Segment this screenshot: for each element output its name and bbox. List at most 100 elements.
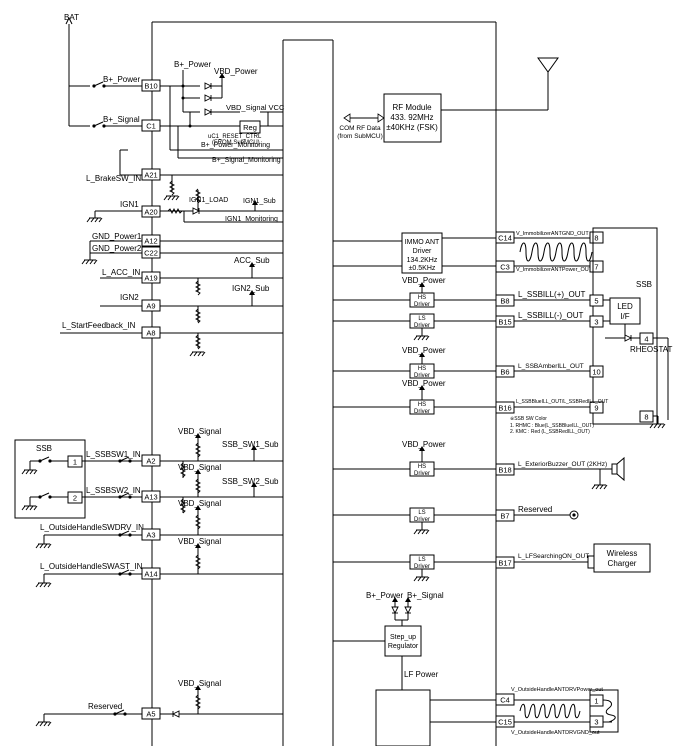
ign1-sub-label: IGN1_Sub: [243, 198, 276, 205]
ssb-sw2-sub-label: SSB_SW2_Sub: [222, 477, 279, 486]
b-signal-label-1: B+_Signal: [103, 115, 140, 124]
pin-b10-label: B10: [144, 82, 157, 91]
ign1-monitoring-label: IGN1_Monitoring: [225, 216, 278, 223]
buzzer-body: [611, 463, 618, 475]
pin-b8-label: B8: [500, 297, 509, 306]
charger-label-2: Charger: [608, 559, 637, 568]
pin-b7-label: B7: [500, 512, 509, 521]
vbd-power-label-4: VBD_Power: [402, 379, 446, 388]
pin-c1-label: C1: [146, 122, 156, 131]
vbd-signal-label-2: VBD_Signal: [178, 463, 221, 472]
hs-label-2: HS: [418, 366, 426, 372]
blue-red-ill-label: L_SSBBlueILL_OUT/L_SSBRedILL_OUT: [516, 399, 608, 405]
output-drivers: VBD_Power HS Driver B8 L_SSBILL(+)_OUT L…: [333, 276, 651, 582]
pin-a5-label: A5: [146, 710, 155, 719]
handle-antenna-coil-icon: [602, 699, 616, 723]
pin-a20-label: A20: [144, 208, 157, 217]
led-if-box: [609, 297, 641, 325]
immo-label-2: Driver: [413, 248, 432, 255]
immo-coil-icon: [519, 242, 593, 262]
driver-label-1: Driver: [414, 302, 430, 308]
driver-label-7: Driver: [414, 564, 430, 570]
immo-label-1: IMMO ANT: [405, 239, 440, 246]
antenna-icon: [537, 57, 559, 73]
pin-a8-label: A8: [146, 329, 155, 338]
pin-a2-label: A2: [146, 457, 155, 466]
step-up-regulator-box: [384, 625, 422, 657]
reserved-right-label: Reserved: [518, 505, 552, 514]
com-rf-label-1: COM RF Data: [339, 125, 381, 132]
reserved-left-label: Reserved: [88, 702, 122, 711]
pin-a21-label: A21: [144, 171, 157, 180]
immo-label-3: 134.2KHz: [407, 257, 438, 264]
driver-label-6: Driver: [414, 517, 430, 523]
ign1-label: IGN1: [120, 200, 139, 209]
ls-label-3: LS: [418, 557, 425, 563]
hs-label-4: HS: [418, 464, 426, 470]
outside-handle-inputs: L_OutsideHandleSWDRV_IN A3 VBD_Signal L_…: [35, 499, 283, 727]
rf-module-box: [383, 93, 442, 143]
amber-ill-label: L_SSBAmberILL_OUT: [518, 363, 584, 370]
left-inputs: L_BrakeSW_IN A21 IGN1 A20 IGN1_LOAD IGN1…: [60, 149, 283, 357]
step-up-label-2: Regulator: [388, 643, 419, 650]
pin-1-label: 1: [594, 697, 598, 706]
pin-9-label: 9: [594, 404, 598, 413]
b-signal-label-2: B+_Signal: [407, 591, 444, 600]
ssbsw1-label: L_SSBSW1_IN: [86, 450, 141, 459]
pin-b18-label: B18: [498, 466, 511, 475]
rf-module-label-3: ±40KHz (FSK): [386, 123, 438, 132]
ssb-sw1-sub-label: SSB_SW1_Sub: [222, 440, 279, 449]
ssb-pin-2-label: 2: [73, 494, 77, 503]
rf-module-label-2: 433. 92MHz: [390, 113, 433, 122]
ssbsw2-label: L_SSBSW2_IN: [86, 486, 141, 495]
pin-b16-label: B16: [498, 404, 511, 413]
com-rf-label-2: (from SubMCU): [337, 133, 383, 140]
pin-c14-label: C14: [498, 234, 512, 243]
pin-a12-label: A12: [144, 237, 157, 246]
pin-b6-label: B6: [500, 368, 509, 377]
ign2-sub-label: IGN2_Sub: [232, 284, 270, 293]
pin-8-bottom-label: 8: [644, 413, 648, 422]
lf-coil-icon: [519, 703, 581, 719]
driver-label-2: Driver: [414, 323, 430, 329]
pin-4-label: 4: [644, 335, 648, 344]
lf-searching-label: L_LFSearchingON_OUT: [518, 553, 589, 560]
handle-gnd-label: V_OutsideHandleANTDRVGND_out: [511, 730, 600, 736]
driver-label-3: Driver: [414, 373, 430, 379]
pin-3-bottom-label: 3: [594, 718, 598, 727]
b-power-monitoring: B+_Power_Monitoring: [201, 142, 270, 149]
vbd-power-label-5: VBD_Power: [402, 440, 446, 449]
ssb-external-block: SSB LED I/F 5 3 4 RHEOSTAT 10 9 8: [589, 227, 672, 429]
vbd-power-label-3: VBD_Power: [402, 346, 446, 355]
pin-a3-label: A3: [146, 531, 155, 540]
immo-gnd-label: V_ImmobilizerANTGND_OUT: [516, 231, 589, 237]
pin-3-mid-label: 3: [594, 318, 598, 327]
bat-label: BAT: [64, 13, 79, 22]
b-power-label-3: B+_Power: [366, 591, 403, 600]
pin-7-label: 7: [594, 263, 598, 272]
ls-label-2: LS: [418, 510, 425, 516]
pin-c15-label: C15: [498, 718, 512, 727]
pin-a14-label: A14: [144, 570, 157, 579]
pin-a19-label: A19: [144, 274, 157, 283]
ign1-load-label: IGN1_LOAD: [189, 197, 228, 204]
pin-8-top-label: 8: [594, 234, 598, 243]
vbd-signal-vcc-label: VBD_Signal VCC: [226, 103, 285, 112]
pin-8-top: [589, 231, 604, 244]
ssb-color-kmc: 2. KMC : Red (L_SSBRedILL_OUT): [510, 429, 590, 435]
vbd-signal-label-3: VBD_Signal: [178, 499, 221, 508]
rheostat-label: RHEOSTAT: [630, 345, 672, 354]
ssb-switch-block: SSB 1 2 L_SSBSW1_IN L_SSBSW2_IN A2 A13 V…: [14, 427, 283, 519]
pin-b15-label: B15: [498, 318, 511, 327]
pin-c22-label: C22: [144, 249, 158, 258]
led-label-2: I/F: [620, 312, 629, 321]
ssbill-plus-label: L_SSBILL(+)_OUT: [518, 290, 585, 299]
buzzer-icon: [616, 456, 625, 482]
gnd-power2-label: GND_Power2: [92, 244, 142, 253]
driver-label-5: Driver: [414, 471, 430, 477]
pin-b17-label: B17: [498, 559, 511, 568]
buzzer-label: L_ExteriorBuzzer_OUT (2KHz): [518, 461, 607, 468]
ssb-pin-1-label: 1: [73, 458, 77, 467]
vbd-power-label-2: VBD_Power: [402, 276, 446, 285]
